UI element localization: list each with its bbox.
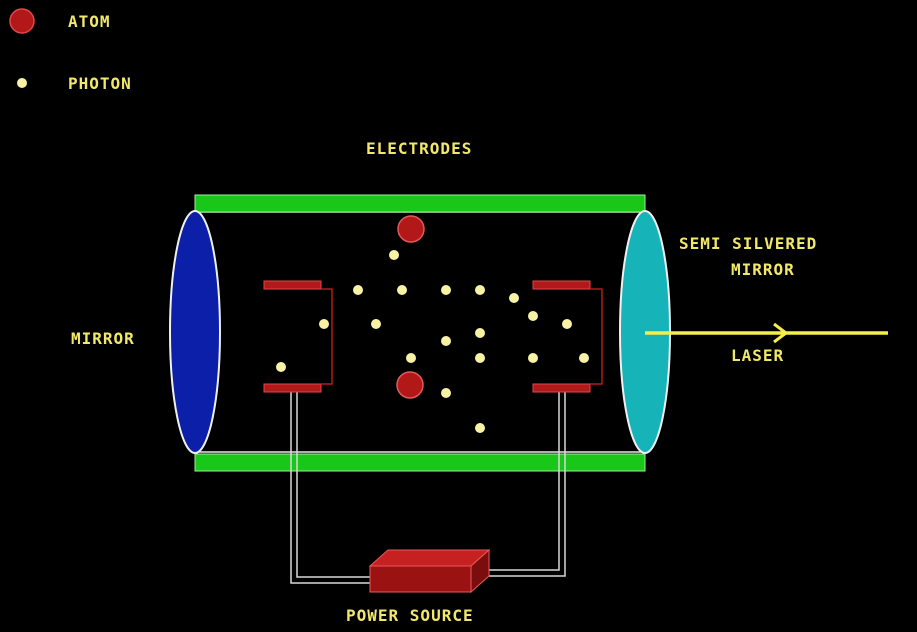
photon <box>441 388 451 398</box>
atom <box>396 371 424 399</box>
photon <box>528 311 538 321</box>
left-lower-plate <box>263 383 322 393</box>
photons <box>276 250 589 433</box>
photon <box>441 336 451 346</box>
photon <box>528 353 538 363</box>
photon <box>475 423 485 433</box>
photon <box>562 319 572 329</box>
photon <box>371 319 381 329</box>
atoms <box>396 215 425 399</box>
mirror-label: MIRROR <box>71 329 135 348</box>
legend-atom-label: ATOM <box>68 12 111 31</box>
laser-label: LASER <box>731 346 784 365</box>
photon <box>509 293 519 303</box>
photon <box>475 328 485 338</box>
semi-silvered-label-line1: SEMI SILVERED <box>679 234 817 253</box>
photon <box>389 250 399 260</box>
photon <box>579 353 589 363</box>
photon <box>441 285 451 295</box>
legend-photon-icon <box>17 78 27 88</box>
photon <box>475 353 485 363</box>
electrodes-label: ELECTRODES <box>366 139 472 158</box>
right-lower-plate <box>532 383 591 393</box>
legend-photon-label: PHOTON <box>68 74 132 93</box>
left-electrode-plates <box>263 280 333 393</box>
full-mirror <box>169 210 221 454</box>
top-electrode-bar <box>194 194 646 213</box>
laser-arrow-icon <box>773 322 789 344</box>
legend: ATOM PHOTON <box>9 8 132 93</box>
left-upper-plate <box>263 280 322 290</box>
laser-beam <box>645 322 888 344</box>
right-upper-plate <box>532 280 591 290</box>
power-wires <box>290 392 566 584</box>
photon <box>475 285 485 295</box>
right-electrode-plates <box>532 280 603 393</box>
photon <box>276 362 286 372</box>
tube-outline <box>195 211 645 453</box>
photon <box>397 285 407 295</box>
atom <box>397 215 425 243</box>
legend-atom-icon <box>9 8 35 34</box>
power-source-label: POWER SOURCE <box>346 606 474 625</box>
photon <box>319 319 329 329</box>
power-source <box>368 548 491 594</box>
photon <box>353 285 363 295</box>
photon <box>406 353 416 363</box>
semi-silvered-label-line2: MIRROR <box>731 260 795 279</box>
bottom-electrode-bar <box>194 453 646 472</box>
